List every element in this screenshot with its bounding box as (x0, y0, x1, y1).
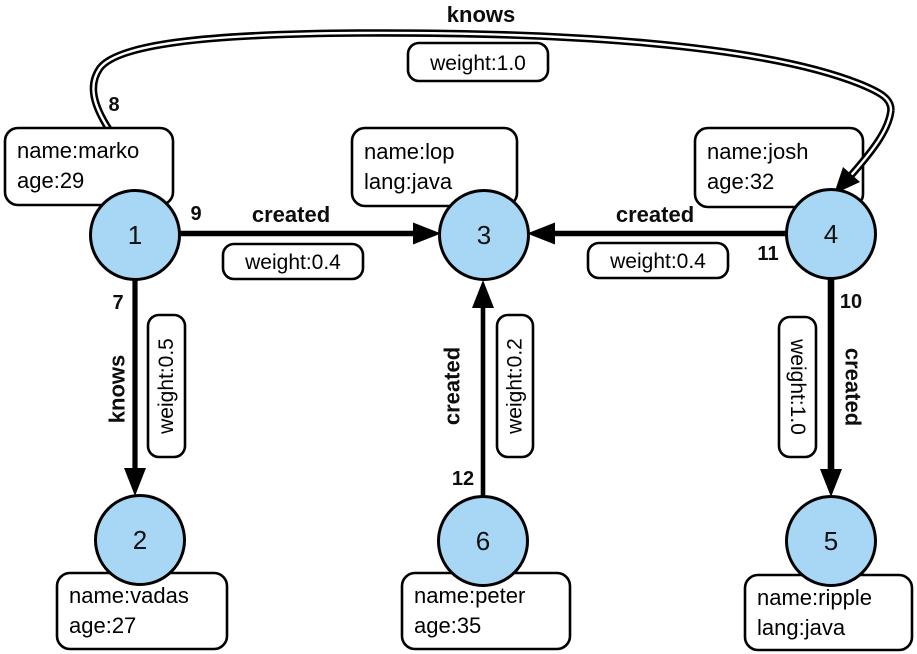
edge-8-path-core (92, 31, 893, 132)
node-1-property-box: name:marko age:29 (3, 126, 175, 207)
node-2: 2 (94, 494, 186, 586)
edge-11-label: created (616, 202, 694, 227)
node-2-prop-age: age:27 (69, 613, 136, 638)
edge-11-weight-box: weight:0.4 (586, 241, 730, 280)
edge-labels-layer: knows 8 created 9 created 11 knows 7 cre… (102, 0, 868, 492)
node-3-property-box: name:lop lang:java (350, 126, 519, 208)
node-6-id: 6 (476, 526, 490, 556)
node-4-prop-age: age:32 (707, 169, 774, 194)
edge-9-label: created (252, 202, 330, 227)
edge-9-arrowhead (413, 222, 441, 245)
edge-7-label: knows (105, 355, 130, 423)
edge-8-label: knows (447, 2, 515, 27)
edge-8-weight: weight:1.0 (429, 52, 526, 75)
node-6: 6 (437, 495, 529, 587)
edge-10-arrowhead (820, 469, 842, 497)
node-1-prop-name: name:marko (17, 138, 139, 163)
node-5-prop-lang: lang:java (757, 615, 846, 640)
edge-10-weight: weight:1.0 (786, 338, 809, 435)
node-3-prop-lang: lang:java (364, 169, 453, 194)
edge-8-hook-core (845, 109, 893, 182)
node-5-prop-name: name:ripple (757, 585, 872, 610)
node-4-prop-name: name:josh (707, 139, 809, 164)
edge-10-weight-box: weight:1.0 (777, 315, 818, 459)
edge-11-id: 11 (757, 243, 778, 265)
edge-8-weight-box: weight:1.0 (406, 41, 550, 83)
weight-boxes-layer: weight:1.0 weight:0.4 weight:0.4 weight:… (146, 41, 818, 459)
edge-7-id: 7 (112, 292, 123, 314)
node-6-property-box: name:peter age:35 (400, 571, 572, 651)
node-3-prop-name: name:lop (364, 139, 455, 164)
node-5: 5 (785, 495, 877, 587)
edge-9-weight-box: weight:0.4 (221, 242, 365, 281)
node-3-id: 3 (477, 220, 491, 250)
edge-8-arrowhead (834, 167, 860, 194)
node-4-id: 4 (824, 219, 838, 249)
node-6-prop-name: name:peter (414, 583, 525, 608)
node-1-prop-age: age:29 (17, 168, 84, 193)
node-4: 4 (785, 188, 877, 280)
node-1-id: 1 (128, 220, 142, 250)
node-2-id: 2 (133, 525, 147, 555)
edge-10-id: 10 (840, 291, 862, 313)
nodes-layer: 1 3 4 2 6 5 (89, 188, 877, 587)
edge-12-weight: weight:0.2 (504, 338, 527, 435)
edge-12-arrowhead (472, 280, 494, 308)
edges-layer (89, 29, 895, 498)
node-1: 1 (89, 189, 181, 281)
edge-11-weight: weight:0.4 (609, 250, 706, 273)
edge-12-weight-box: weight:0.2 (495, 313, 535, 459)
edge-7-arrowhead (124, 468, 146, 496)
node-2-prop-name: name:vadas (69, 583, 189, 608)
node-6-prop-age: age:35 (414, 613, 481, 638)
edge-9-id: 9 (190, 203, 201, 225)
node-4-property-box: name:josh age:32 (693, 126, 865, 209)
node-2-property-box: name:vadas age:27 (55, 571, 229, 651)
edge-12-label: created (440, 347, 465, 425)
edge-7-weight: weight:0.5 (155, 338, 178, 435)
edge-8-head-layer (834, 109, 895, 194)
edge-7-weight-box: weight:0.5 (146, 313, 187, 459)
edge-12-id: 12 (452, 468, 474, 490)
edge-10-label: created (841, 348, 866, 426)
node-5-id: 5 (824, 526, 838, 556)
property-boxes-layer: name:marko age:29 name:lop lang:java nam… (3, 126, 914, 652)
edge-8-id: 8 (108, 94, 119, 116)
edge-9-weight: weight:0.4 (244, 251, 341, 274)
node-3: 3 (438, 189, 530, 281)
edge-11-arrowhead (527, 222, 555, 245)
